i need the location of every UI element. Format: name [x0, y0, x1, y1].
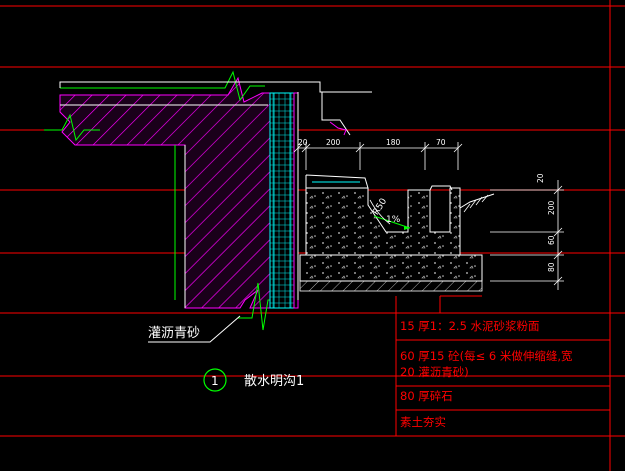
dim-top-70: 70 — [436, 138, 446, 147]
detail-title: 散水明沟1 — [244, 374, 304, 389]
upper-outline — [59, 81, 372, 300]
detail-number-circle — [203, 368, 227, 392]
legend-row-4: 素土夯实 — [400, 415, 446, 429]
dim-top-180: 180 — [386, 138, 401, 147]
dim-right-80: 80 — [547, 262, 556, 272]
right-dimension-chain — [490, 180, 564, 290]
top-dimension-chain — [293, 142, 463, 170]
dim-right-200: 200 — [547, 200, 556, 215]
detail-number: 1 — [211, 374, 219, 388]
top-dimension-labels: 20 200 180 70 — [298, 138, 446, 147]
sand-fill-label: 灌沥青砂 — [148, 326, 200, 341]
sand-fill-leader — [148, 315, 241, 343]
dim-top-200: 200 — [326, 138, 341, 147]
dim-top-20: 20 — [298, 138, 308, 147]
legend-row-2-line-2: 20 灌沥青砂) — [400, 365, 469, 379]
legend-row-2-line-1: 60 厚15 砼(每≤ 6 米做伸缩缝,宽 — [400, 349, 573, 363]
legend-text: 15 厚1：2.5 水泥砂浆粉面 60 厚15 砼(每≤ 6 米做伸缩缝,宽 2… — [400, 319, 573, 429]
dim-right-20: 20 — [536, 173, 545, 183]
slope-label: 1% — [386, 215, 401, 225]
wall-section — [59, 76, 271, 309]
legend-row-1: 15 厚1：2.5 水泥砂浆粉面 — [400, 319, 540, 333]
gutter-section — [299, 174, 495, 292]
insulation-layer — [269, 92, 299, 309]
legend-table — [395, 295, 610, 436]
right-dimension-labels: 20 200 60 80 — [536, 173, 556, 272]
legend-row-3: 80 厚碎石 — [400, 389, 453, 403]
dim-right-60: 60 — [547, 235, 556, 245]
drip-line — [329, 121, 347, 136]
